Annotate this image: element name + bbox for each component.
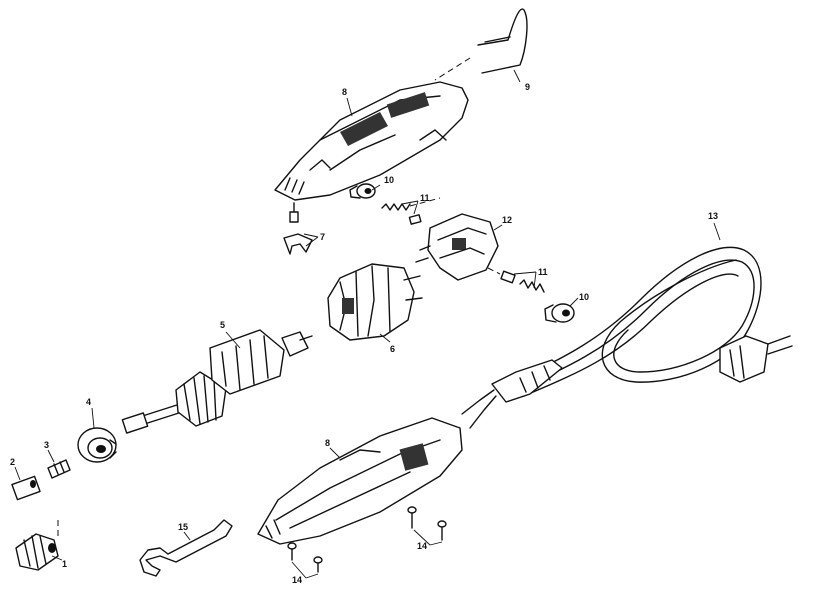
brush-holder-assembly <box>415 213 499 281</box>
field-stator <box>327 263 423 341</box>
brush-spring-top <box>381 197 441 225</box>
collet <box>47 459 71 479</box>
screw-and-clip <box>283 202 313 255</box>
callout-11-right: 11 <box>538 267 548 277</box>
callout-1: 1 <box>62 559 67 569</box>
callout-7: 7 <box>320 232 325 242</box>
callout-8-top: 8 <box>342 87 347 97</box>
callout-6: 6 <box>390 344 395 354</box>
callout-14-right: 14 <box>417 541 427 551</box>
callout-10-top: 10 <box>384 175 394 185</box>
brush-cap-right <box>544 303 575 323</box>
callout-8-bottom: 8 <box>325 438 330 448</box>
brush-spring-right <box>487 267 545 293</box>
callout-14-left: 14 <box>292 575 302 585</box>
callout-labels: 8 9 10 11 12 13 11 10 7 5 6 4 3 2 1 15 8… <box>10 82 718 585</box>
sleeve <box>11 475 41 501</box>
housing-screws <box>287 506 447 573</box>
callout-4: 4 <box>86 397 91 407</box>
armature <box>121 329 313 434</box>
callout-11-top: 11 <box>420 193 430 203</box>
motor-housing-top <box>274 81 469 201</box>
callout-5: 5 <box>220 320 225 330</box>
callout-10-right: 10 <box>579 292 589 302</box>
chuck <box>15 520 59 571</box>
motor-housing-bottom <box>257 417 463 545</box>
hanger-wire <box>434 8 528 81</box>
callout-12: 12 <box>502 215 512 225</box>
power-cord <box>461 246 793 429</box>
leader-lines <box>14 69 721 579</box>
callout-13: 13 <box>708 211 718 221</box>
fan-nut <box>77 427 117 463</box>
callout-15: 15 <box>178 522 188 532</box>
callout-9: 9 <box>525 82 530 92</box>
brush-cap-top <box>349 183 376 199</box>
wrench <box>139 519 233 577</box>
callout-2: 2 <box>10 457 15 467</box>
callout-3: 3 <box>44 440 49 450</box>
